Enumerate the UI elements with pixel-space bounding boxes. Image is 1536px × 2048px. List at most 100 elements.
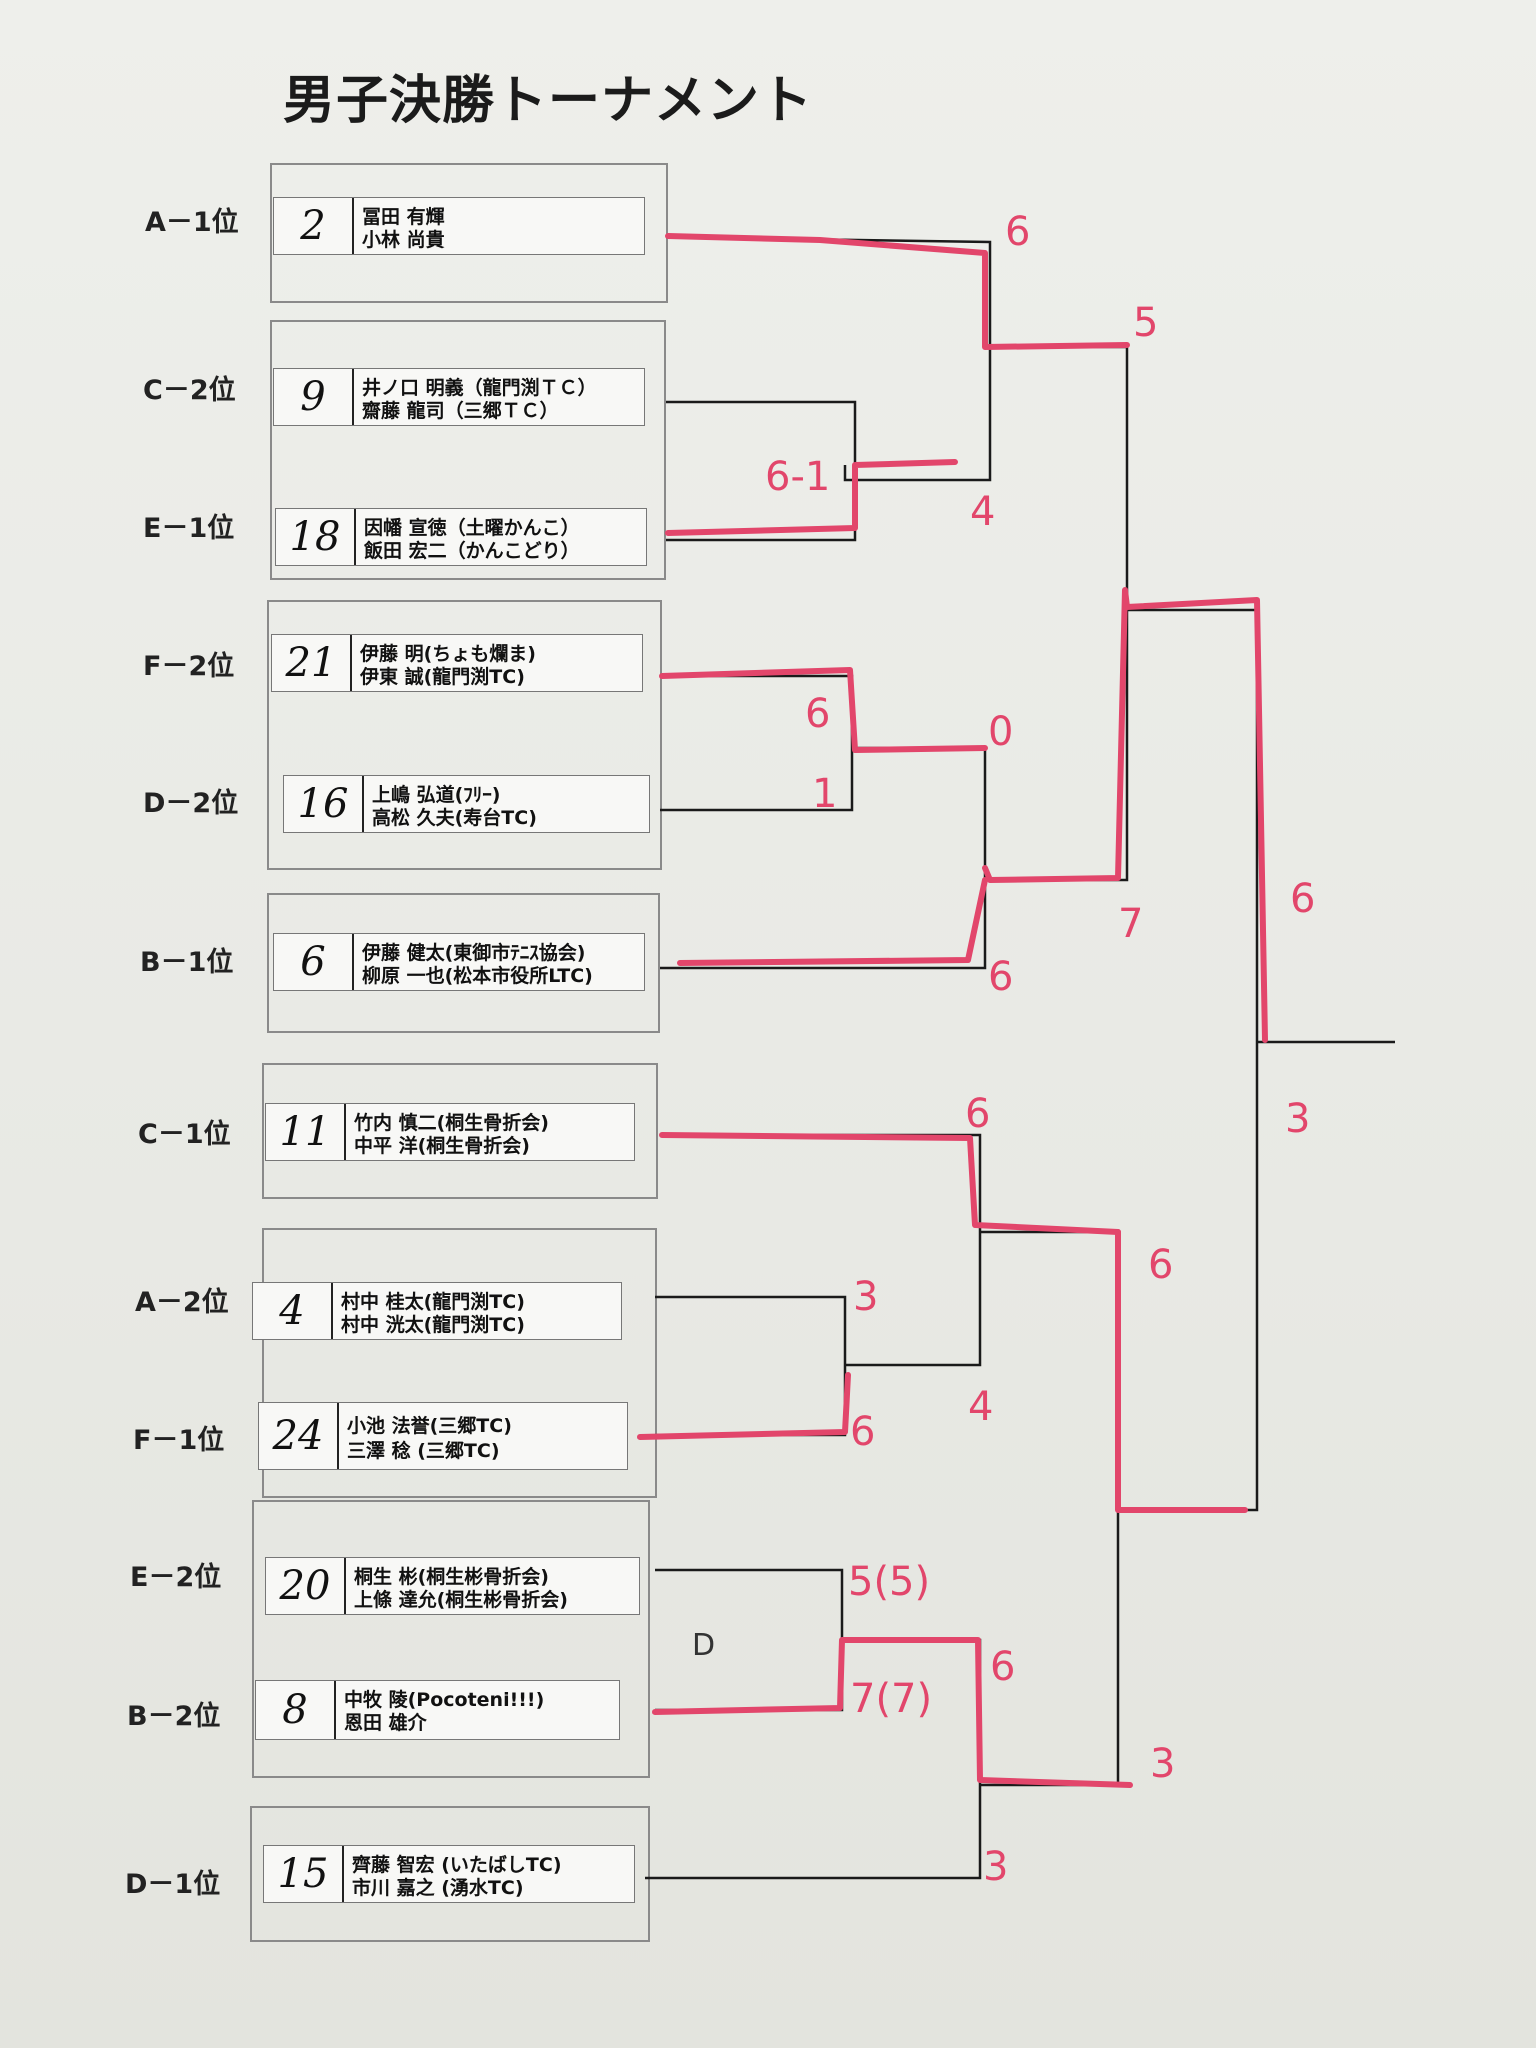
winner-path <box>637 233 1268 1788</box>
entry-number: 24 <box>259 1403 339 1469</box>
score: 6 <box>965 1091 990 1137</box>
bracket-line <box>655 1295 847 1437</box>
entry-number: 15 <box>264 1846 344 1902</box>
player-name: 齊藤 智宏 (いたばしTC) <box>352 1854 562 1876</box>
player-name: 小池 法誉(三郷TC) <box>347 1415 512 1437</box>
score: 6 <box>1290 876 1315 922</box>
bracket-line <box>985 345 1129 882</box>
seed-label: B－2位 <box>127 1701 221 1732</box>
player-name: 飯田 宏二（かんこどり） <box>364 540 580 562</box>
entry-number: 21 <box>272 635 352 691</box>
player-name: 三澤 稔 (三郷TC) <box>347 1440 500 1462</box>
player-name: 伊藤 健太(東御市ﾃﾆｽ協会) <box>362 942 586 964</box>
player-name: 竹内 慎二(桐生骨折会) <box>354 1112 549 1134</box>
winner-line <box>982 587 1268 1043</box>
seed-label: C－1位 <box>138 1119 231 1150</box>
bracket-line <box>980 1230 1120 1787</box>
group-box <box>252 1500 650 1778</box>
entry-number: 8 <box>256 1681 336 1739</box>
player-name: 上條 達允(桐生彬骨折会) <box>354 1589 568 1611</box>
score: 3 <box>1150 1741 1175 1787</box>
seed-label: A－2位 <box>135 1287 229 1318</box>
score: 3 <box>983 1844 1008 1890</box>
score: 0 <box>988 709 1013 755</box>
seed-label: D－1位 <box>125 1869 221 1900</box>
entry-number: 4 <box>253 1283 333 1339</box>
winner-line <box>1115 1229 1248 1513</box>
entry-number: 16 <box>284 776 364 832</box>
entry-slip: 18 因幡 宣徳（土曜かんこ） 飯田 宏二（かんこどり） <box>275 508 647 566</box>
entry-slip: 8 中牧 陵(Pocoteni!!!) 恩田 雄介 <box>255 1680 620 1740</box>
seed-label: F－1位 <box>133 1425 225 1456</box>
player-name: 市川 嘉之 (湧水TC) <box>352 1877 524 1899</box>
group-box <box>262 1228 657 1498</box>
score: 4 <box>968 1384 993 1430</box>
bracket-line <box>1127 608 1259 1040</box>
pencil-mark: D <box>692 1628 715 1663</box>
winner-line <box>659 1132 1121 1235</box>
entry-number: 9 <box>274 369 354 425</box>
winner-line <box>677 877 988 966</box>
bracket-line <box>660 1133 982 1367</box>
score: 4 <box>970 489 995 535</box>
winner-line <box>652 1637 1133 1788</box>
score: 6 <box>1005 209 1030 255</box>
player-name: 冨田 有輝 <box>362 206 445 228</box>
entry-number: 6 <box>274 934 354 990</box>
winner-line <box>665 233 1130 350</box>
player-name: 恩田 雄介 <box>344 1712 427 1734</box>
entry-slip: 21 伊藤 明(ちょも爛ま) 伊東 誠(龍門渕TC) <box>271 634 643 692</box>
seed-label: D－2位 <box>143 788 239 819</box>
score: 6 <box>850 1409 875 1455</box>
seed-label: C－2位 <box>143 375 236 406</box>
page-title: 男子決勝トーナメント <box>283 71 814 131</box>
player-name: 井ノ口 明義（龍門渕ＴＣ） <box>362 377 597 399</box>
score: 3 <box>853 1274 878 1320</box>
score: 7 <box>1118 901 1143 947</box>
score: 5 <box>1133 300 1158 346</box>
player-name: 中平 洋(桐生骨折会) <box>354 1135 530 1157</box>
winner-line <box>659 667 988 753</box>
player-name: 上嶋 弘道(ﾌﾘｰ) <box>372 784 501 806</box>
group-box <box>250 1806 650 1942</box>
score: 6 <box>990 1644 1015 1690</box>
group-box <box>267 600 662 870</box>
group-box <box>262 1063 658 1199</box>
winner-line <box>665 459 958 536</box>
group-box <box>267 893 660 1033</box>
bracket-lines <box>645 235 1395 1880</box>
score-marks: 6 5 6-1 4 6 1 0 7 6 6 3 6 3 6 4 6 5(5) 7… <box>692 209 1315 1890</box>
score: 5(5) <box>848 1559 930 1605</box>
score: 3 <box>1285 1096 1310 1142</box>
entry-slip: 24 小池 法誉(三郷TC) 三澤 稔 (三郷TC) <box>258 1402 628 1470</box>
player-name: 柳原 一也(松本市役所LTC) <box>362 965 593 987</box>
score: 6 <box>1148 1242 1173 1288</box>
player-name: 村中 桂太(龍門渕TC) <box>341 1291 525 1313</box>
player-name: 高松 久夫(寿台TC) <box>372 807 537 829</box>
group-box <box>270 320 666 580</box>
entry-slip: 15 齊藤 智宏 (いたばしTC) 市川 嘉之 (湧水TC) <box>263 1845 635 1903</box>
group-box <box>270 163 668 303</box>
player-name: 伊藤 明(ちょも爛ま) <box>360 643 536 665</box>
seed-label: F－2位 <box>143 651 235 682</box>
entry-slip: 4 村中 桂太(龍門渕TC) 村中 洸太(龍門渕TC) <box>252 1282 622 1340</box>
player-name: 中牧 陵(Pocoteni!!!) <box>344 1689 545 1711</box>
player-name: 齋藤 龍司（三郷ＴＣ） <box>362 400 559 422</box>
player-name: 因幡 宣徳（土曜かんこ） <box>364 517 580 539</box>
bracket-line <box>1118 1040 1259 1512</box>
seed-label: E－1位 <box>143 513 235 544</box>
player-name: 伊東 誠(龍門渕TC) <box>360 666 525 688</box>
bracket-line <box>665 235 992 482</box>
score: 6-1 <box>765 454 830 500</box>
score: 6 <box>805 691 830 737</box>
bracket-line <box>655 1568 844 1712</box>
entry-slip: 11 竹内 慎二(桐生骨折会) 中平 洋(桐生骨折会) <box>265 1103 635 1161</box>
entry-number: 20 <box>266 1558 346 1614</box>
entry-number: 11 <box>266 1104 346 1160</box>
score: 1 <box>812 771 837 817</box>
player-name: 桐生 彬(桐生彬骨折会) <box>354 1566 549 1588</box>
entry-slip: 16 上嶋 弘道(ﾌﾘｰ) 高松 久夫(寿台TC) <box>283 775 650 833</box>
entry-slip: 9 井ノ口 明義（龍門渕ＴＣ） 齋藤 龍司（三郷ＴＣ） <box>273 368 645 426</box>
winner-line <box>637 1372 851 1440</box>
